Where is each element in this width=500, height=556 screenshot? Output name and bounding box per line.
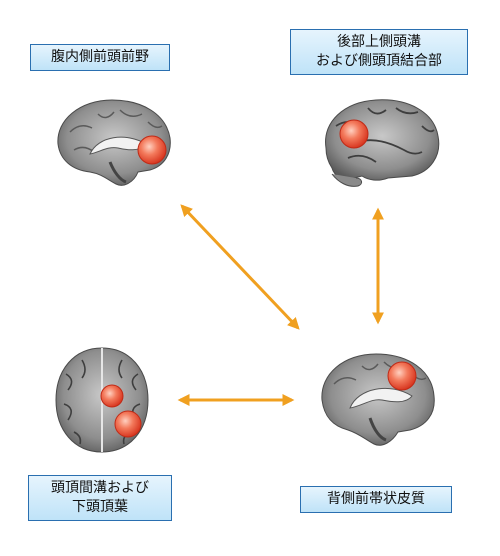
region-marker — [114, 410, 142, 438]
label-ips-line2: 下頭頂葉 — [72, 499, 128, 515]
brain-axial-icon — [55, 347, 149, 453]
label-dacc: 背側前帯状皮質 — [300, 486, 452, 513]
label-vmpfc-line1: 腹内側前頭前野 — [51, 49, 149, 65]
label-ips-line1: 頭頂間溝および — [51, 480, 149, 496]
arrow-vmpfc-dacc — [180, 204, 300, 330]
label-ips: 頭頂間溝および 下頭頂葉 — [28, 475, 172, 521]
label-pstc: 後部上側頭溝 および側頭頂結合部 — [290, 29, 468, 75]
region-marker — [100, 384, 124, 408]
brain-sagittal-icon — [57, 99, 171, 186]
brain-lateral-icon — [325, 99, 440, 187]
label-vmpfc: 腹内側前頭前野 — [30, 44, 170, 71]
label-dacc-line1: 背側前帯状皮質 — [327, 491, 425, 507]
region-marker — [387, 361, 417, 391]
region-marker — [137, 135, 167, 165]
label-pstc-line2: および側頭頂結合部 — [316, 53, 442, 69]
brain-sagittal-icon — [321, 353, 435, 446]
label-pstc-line1: 後部上側頭溝 — [337, 34, 421, 50]
region-marker — [339, 119, 369, 149]
